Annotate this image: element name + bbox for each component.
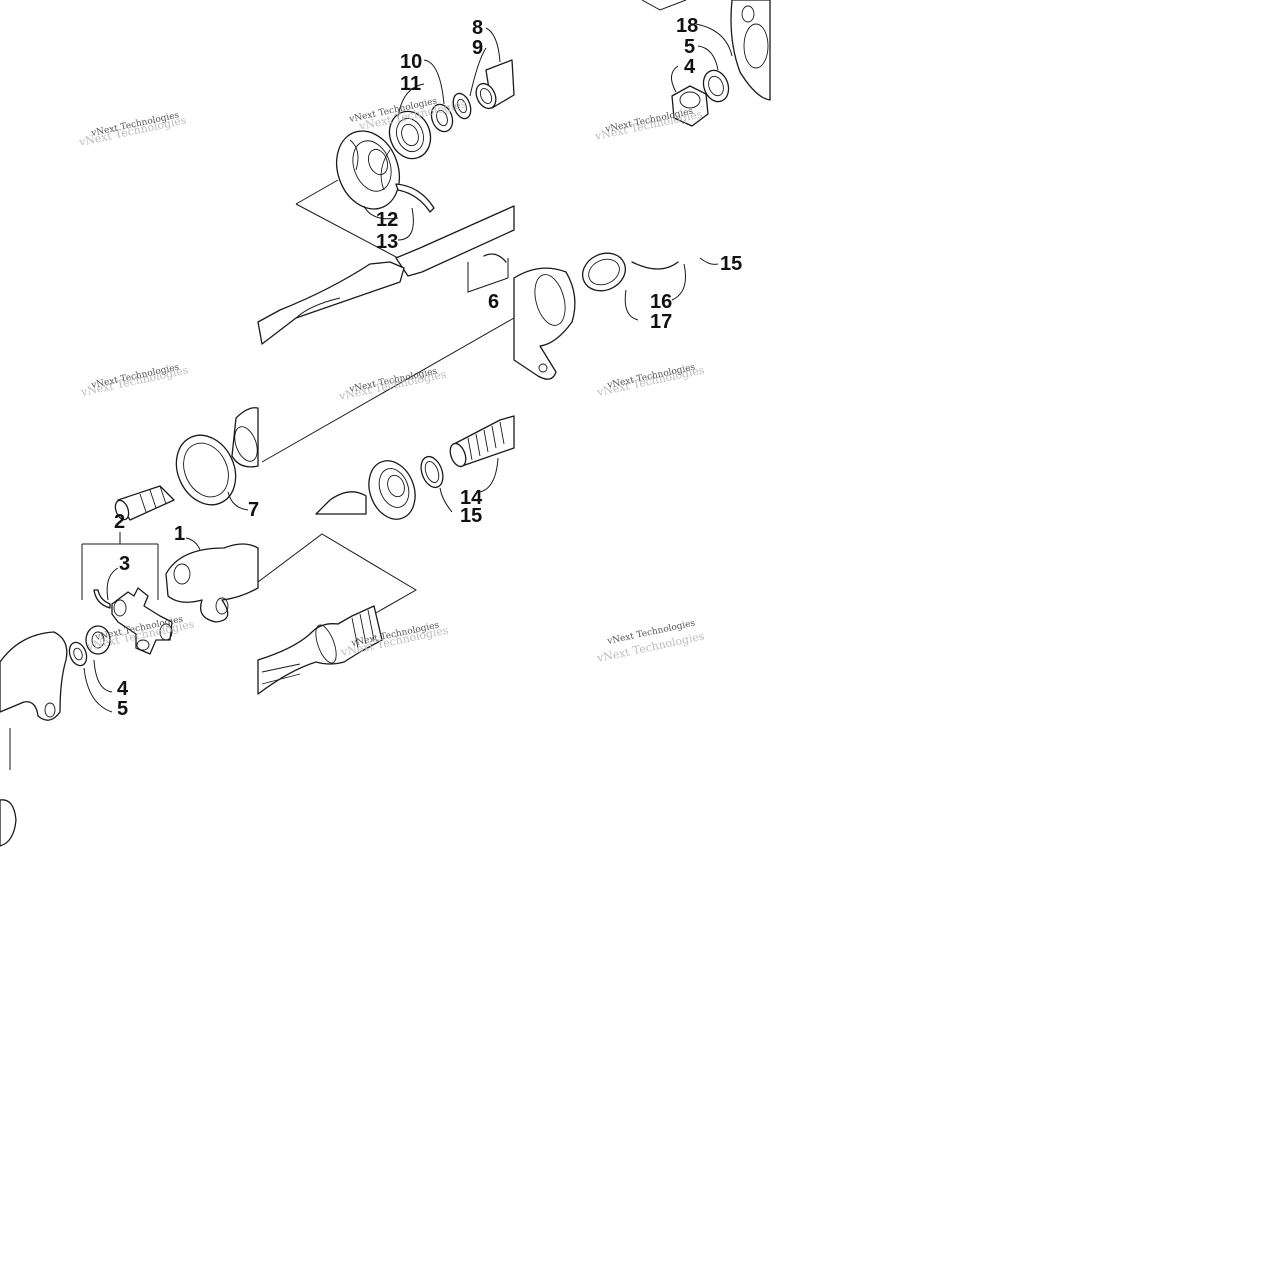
- stub-shaft-part[interactable]: [113, 485, 175, 521]
- spline-shaft-part[interactable]: [447, 415, 515, 469]
- callout-1: 1: [174, 523, 185, 545]
- tile-bottom-middle: vNext Technologies vNext Technologies: [257, 533, 450, 695]
- drive-shaft-part[interactable]: [257, 205, 515, 345]
- tile-middle: 14 15 vNext Technologies vNext Technolog…: [261, 317, 515, 527]
- yoke-end-part[interactable]: [0, 799, 17, 847]
- flange-part-middle[interactable]: [315, 491, 367, 515]
- o-ring-part[interactable]: [417, 454, 447, 491]
- tile-left-middle: 7 vNext Technologies vNext Technologies: [79, 362, 261, 521]
- nut-part-4[interactable]: [671, 85, 709, 127]
- callout-5-lower: 5: [117, 698, 128, 720]
- shaft-end-part[interactable]: [472, 59, 515, 112]
- callout-14: 14: [460, 487, 483, 509]
- callout-15-right: 15: [720, 253, 742, 275]
- callout-12: 12: [376, 209, 398, 231]
- washer-part[interactable]: [450, 91, 474, 121]
- snap-ring-part[interactable]: [395, 183, 435, 213]
- callout-4-lower: 4: [117, 678, 129, 700]
- callout-10: 10: [400, 51, 422, 73]
- tile-top-right: 18 5 4 vNext Technologies vNext Technolo…: [593, 0, 771, 143]
- flange-yoke-part[interactable]: [326, 122, 410, 218]
- long-shaft-part[interactable]: [257, 605, 383, 695]
- callout-5-upper: 5: [684, 36, 695, 58]
- seal-part-7[interactable]: [165, 426, 246, 515]
- callout-17: 17: [650, 311, 672, 333]
- callout-13: 13: [376, 231, 398, 253]
- callout-3: 3: [119, 553, 130, 575]
- yoke-part-1[interactable]: [165, 543, 259, 623]
- seal-part[interactable]: [428, 101, 456, 134]
- ring-part[interactable]: [631, 261, 679, 270]
- snap-ring-part-3[interactable]: [93, 589, 111, 609]
- tile-bottom-right: vNext Technologies vNext Technologies: [595, 618, 706, 665]
- callout-15-middle: 15: [460, 505, 482, 527]
- housing-part[interactable]: [513, 267, 576, 380]
- bearing-part-left[interactable]: [230, 407, 261, 468]
- callout-11: 11: [400, 73, 421, 95]
- callout-7: 7: [248, 499, 259, 521]
- callout-2: 2: [114, 511, 125, 533]
- bearing-part-middle[interactable]: [361, 454, 423, 525]
- washer-part-4[interactable]: [66, 640, 89, 668]
- cross-spider-part[interactable]: [111, 587, 173, 655]
- callout-18: 18: [676, 15, 698, 37]
- yoke-part-lower[interactable]: [0, 631, 68, 721]
- washer-part-5[interactable]: [699, 67, 732, 105]
- flange-part[interactable]: [730, 0, 771, 101]
- bearing-part[interactable]: [383, 106, 437, 165]
- callout-9: 9: [472, 37, 483, 59]
- tile-middle-right: 15 16 17 6 vNext Technologies vNext Tech…: [467, 246, 742, 399]
- pin-part[interactable]: [483, 253, 507, 263]
- callout-6: 6: [488, 291, 499, 313]
- seal-part-16[interactable]: [576, 246, 631, 297]
- callout-16: 16: [650, 291, 672, 313]
- callout-8: 8: [472, 17, 483, 39]
- callout-4-upper: 4: [684, 56, 696, 78]
- tile-top-middle: 8 9 10 11 12 13 vNext Technologies vNext…: [257, 17, 515, 345]
- bearing-cup-part[interactable]: [85, 625, 111, 655]
